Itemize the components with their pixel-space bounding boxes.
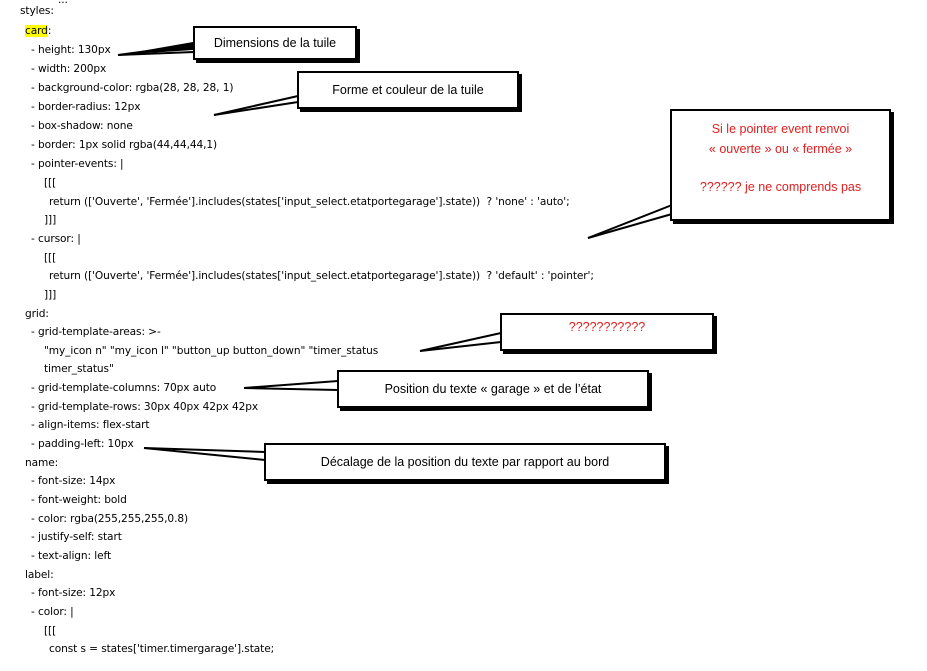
callout-dimensions: Dimensions de la tuile [193,26,357,60]
card-key: card: [25,24,51,38]
callout-pointer-line-3: ?????? je ne comprends pas [699,180,862,194]
callout-grid-question: ??????????? [500,313,714,351]
grid-template-areas: - grid-template-areas: >- [31,326,161,338]
grid-template-rows: - grid-template-rows: 30px 40px 42px 42p… [31,401,259,413]
grid-areas-value-1: "my_icon n" "my_icon l" "button_up butto… [44,345,379,357]
label-key: label: [25,569,54,581]
name-font-size: - font-size: 14px [31,475,116,487]
grid-padding-left: - padding-left: 10px [31,438,134,450]
name-key: name: [25,457,59,469]
card-border-radius: - border-radius: 12px [31,101,141,113]
return-line-2: return (['Ouverte', 'Fermée'].includes(s… [49,270,594,282]
callout-forme: Forme et couleur de la tuile [297,71,519,109]
card-colon: : [47,25,52,37]
card-background-color: - background-color: rgba(28, 28, 28, 1) [31,82,234,94]
name-justify-self: - justify-self: start [31,531,122,543]
name-font-weight: - font-weight: bold [31,494,127,506]
name-color: - color: rgba(255,255,255,0.8) [31,513,189,525]
card-highlight: card [25,25,48,37]
grid-areas-value-2: timer_status" [44,363,114,375]
styles-key: styles: [20,5,54,17]
callout-position: Position du texte « garage » et de l’éta… [337,370,649,408]
template-open-2: [[[ [44,252,57,264]
label-font-size: - font-size: 12px [31,587,116,599]
template-close-1: ]]] [44,214,57,226]
callout-decalage: Décalage de la position du texte par rap… [264,443,666,481]
template-open-3: [[[ [44,625,57,637]
card-pointer-events: - pointer-events: | [31,158,124,170]
template-open-1: [[[ [44,177,57,189]
card-height: - height: 130px [31,44,111,56]
template-close-2: ]]] [44,289,57,301]
grid-align-items: - align-items: flex-start [31,419,150,431]
callout-pointer-line-1: Si le pointer event renvoi [711,122,850,136]
card-cursor: - cursor: | [31,233,81,245]
card-width: - width: 200px [31,63,107,75]
callout-pointer-question: Si le pointer event renvoi « ouverte » o… [670,109,891,221]
grid-template-columns: - grid-template-columns: 70px auto [31,382,217,394]
return-line-1: return (['Ouverte', 'Fermée'].includes(s… [49,196,570,208]
label-color: - color: | [31,606,74,618]
grid-key: grid: [25,308,49,320]
name-text-align: - text-align: left [31,550,112,562]
const-line: const s = states['timer.timergarage'].st… [49,643,275,655]
card-box-shadow: - box-shadow: none [31,120,133,132]
card-border: - border: 1px solid rgba(44,44,44,1) [31,139,218,151]
top-marker: ... [58,0,68,6]
callout-pointer-line-2: « ouverte » ou « fermée » [708,142,853,156]
